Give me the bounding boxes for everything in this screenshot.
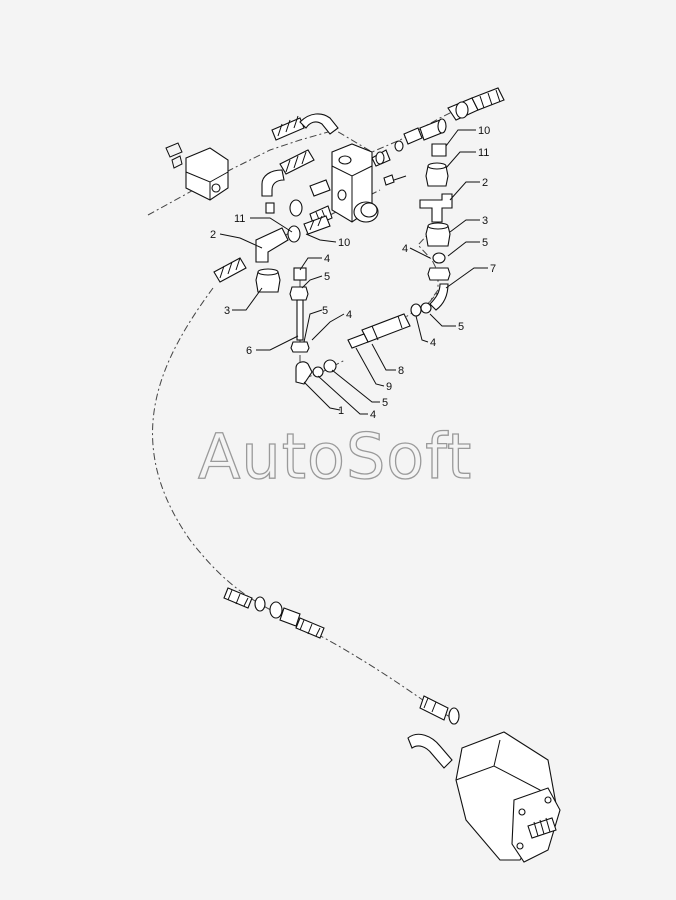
control-valve xyxy=(309,143,407,227)
left-tee-assembly xyxy=(213,215,331,353)
routing-line-long xyxy=(152,287,456,721)
callout-7: 7 xyxy=(490,263,496,275)
callout-4-lower: 4 xyxy=(370,409,376,421)
callout-4-right: 4 xyxy=(402,243,408,255)
callout-5-mid-right: 5 xyxy=(458,321,464,333)
upper-hose xyxy=(271,87,505,141)
callout-4-pipe: 4 xyxy=(346,309,352,321)
callout-3-right: 3 xyxy=(482,215,488,227)
callout-10-top: 10 xyxy=(478,125,490,137)
callout-8: 8 xyxy=(398,365,404,377)
right-column-fittings xyxy=(419,143,453,281)
callout-5-pipe: 5 xyxy=(322,305,328,317)
callout-4-upper-left: 4 xyxy=(324,253,330,265)
callout-5-upper-left: 5 xyxy=(324,271,330,283)
mounting-bracket xyxy=(165,142,229,201)
upper-fittings xyxy=(371,118,447,167)
callout-11-left: 11 xyxy=(234,213,245,225)
callout-5-right: 5 xyxy=(482,237,488,249)
callout-9: 9 xyxy=(386,381,392,393)
callout-1: 1 xyxy=(338,405,344,417)
filter-line xyxy=(295,283,449,385)
callout-11-top: 11 xyxy=(478,147,489,159)
watermark: AutoSoft xyxy=(198,420,472,493)
callout-10-left: 10 xyxy=(338,237,350,249)
callout-6: 6 xyxy=(246,345,252,357)
callout-2-left: 2 xyxy=(210,229,216,241)
lower-hose xyxy=(223,587,460,725)
callout-3-left: 3 xyxy=(224,305,230,317)
callout-4-filter: 4 xyxy=(430,337,436,349)
callout-5-lower: 5 xyxy=(382,397,388,409)
valve-hose xyxy=(261,149,315,217)
leader-lines xyxy=(219,129,488,415)
callout-2-right: 2 xyxy=(482,177,488,189)
callout-labels: 10 11 2 3 5 7 5 4 11 2 10 4 5 3 5 4 6 8 … xyxy=(210,125,496,421)
hydraulic-pump xyxy=(407,731,561,863)
